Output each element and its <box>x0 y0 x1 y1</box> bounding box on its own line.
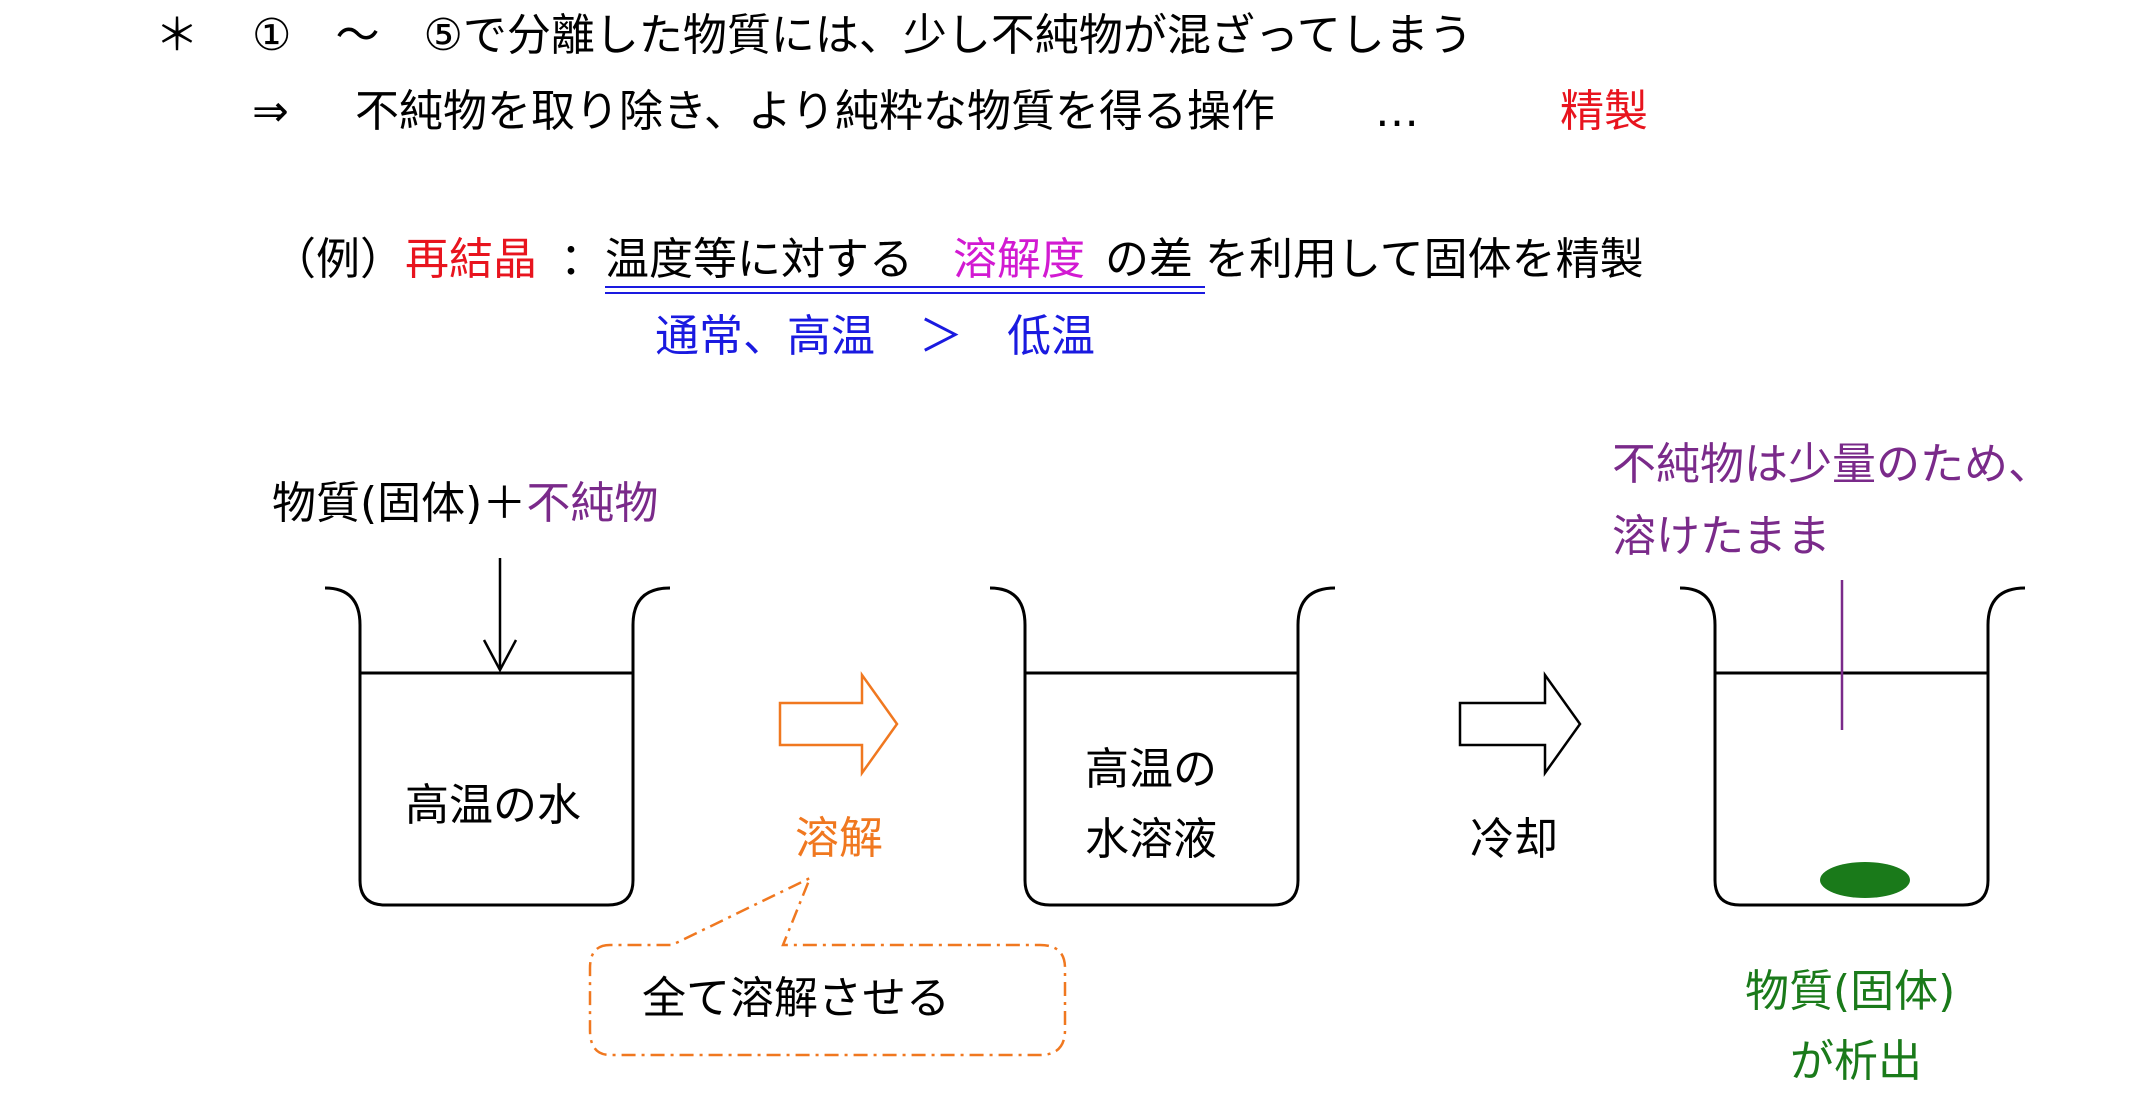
input-label-impurity: 不純物 <box>526 478 659 529</box>
implication-arrow: ⇒ <box>252 86 289 137</box>
bullet-asterisk: ＊ <box>155 10 199 61</box>
term-purification: 精製 <box>1560 86 1648 137</box>
precipitate-solid <box>1820 862 1910 898</box>
beaker-2 <box>989 586 1336 907</box>
example-prefix: （例） <box>272 234 404 285</box>
result-line-2: が析出 <box>1790 1036 1922 1087</box>
definition-solubility: 溶解度 <box>953 234 1085 285</box>
cool-arrow-icon <box>1458 671 1582 777</box>
input-label: 物質(固体)＋不純物 <box>272 482 658 526</box>
solubility-comparison: 通常、高温 ＞ 低温 <box>655 311 1095 362</box>
definition-underline-bottom <box>605 292 1205 294</box>
definition-part-3: を利用して固体を精製 <box>1205 234 1644 285</box>
beaker-3 <box>1679 586 2026 907</box>
beaker-1 <box>324 586 671 907</box>
dissolve-label: 溶解 <box>795 813 883 864</box>
input-label-substance: 物質(固体)＋ <box>272 478 527 529</box>
definition-part-2: の差 <box>1105 234 1193 285</box>
intro-line-2: 不純物を取り除き、より純粋な物質を得る操作 <box>355 86 1276 137</box>
callout-bubble <box>588 875 1067 1057</box>
callout-text: 全て溶解させる <box>642 973 950 1024</box>
impurity-note-line-2: 溶けたまま <box>1612 511 1831 562</box>
dissolve-arrow-icon <box>778 671 899 777</box>
beaker-2-label-line-2: 水溶液 <box>1085 814 1217 865</box>
down-arrow-icon <box>482 558 518 673</box>
result-line-1: 物質(固体) <box>1745 966 1956 1017</box>
beaker-2-label-line-1: 高温の <box>1085 744 1217 795</box>
definition-part-1: 温度等に対する <box>605 234 913 285</box>
term-recrystallization: 再結晶 <box>405 234 537 285</box>
term-colon: ： <box>560 234 604 285</box>
definition-underline-top <box>605 286 1205 288</box>
cool-label: 冷却 <box>1470 814 1558 865</box>
ellipsis: … <box>1375 86 1419 137</box>
beaker-1-label: 高温の水 <box>405 780 581 831</box>
impurity-note-line-1: 不純物は少量のため、 <box>1612 439 2052 490</box>
intro-line-1: ① ～ ⑤で分離した物質には、少し不純物が混ざってしまう <box>252 10 1473 61</box>
